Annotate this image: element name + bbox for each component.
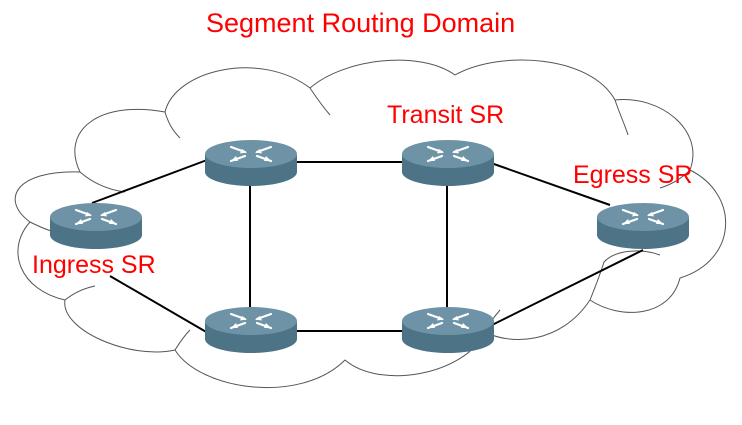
router-icon bbox=[205, 140, 297, 186]
transit-sr-label: Transit SR bbox=[387, 101, 505, 129]
router-icon bbox=[205, 307, 297, 353]
link-ingress-bottomleft bbox=[109, 275, 209, 334]
router-icon bbox=[402, 307, 494, 353]
router-icon bbox=[50, 203, 142, 249]
cloud-shape bbox=[14, 59, 726, 388]
diagram-title: Segment Routing Domain bbox=[206, 8, 516, 38]
router-icon bbox=[597, 203, 689, 249]
link-ingress-topleft bbox=[91, 159, 208, 204]
egress-sr-label: Egress SR bbox=[573, 161, 693, 189]
router-icon bbox=[402, 140, 494, 186]
network-links bbox=[91, 159, 644, 334]
link-bottomright-egress bbox=[487, 249, 644, 328]
ingress-sr-label: Ingress SR bbox=[32, 251, 156, 279]
link-transit-egress bbox=[490, 162, 611, 206]
